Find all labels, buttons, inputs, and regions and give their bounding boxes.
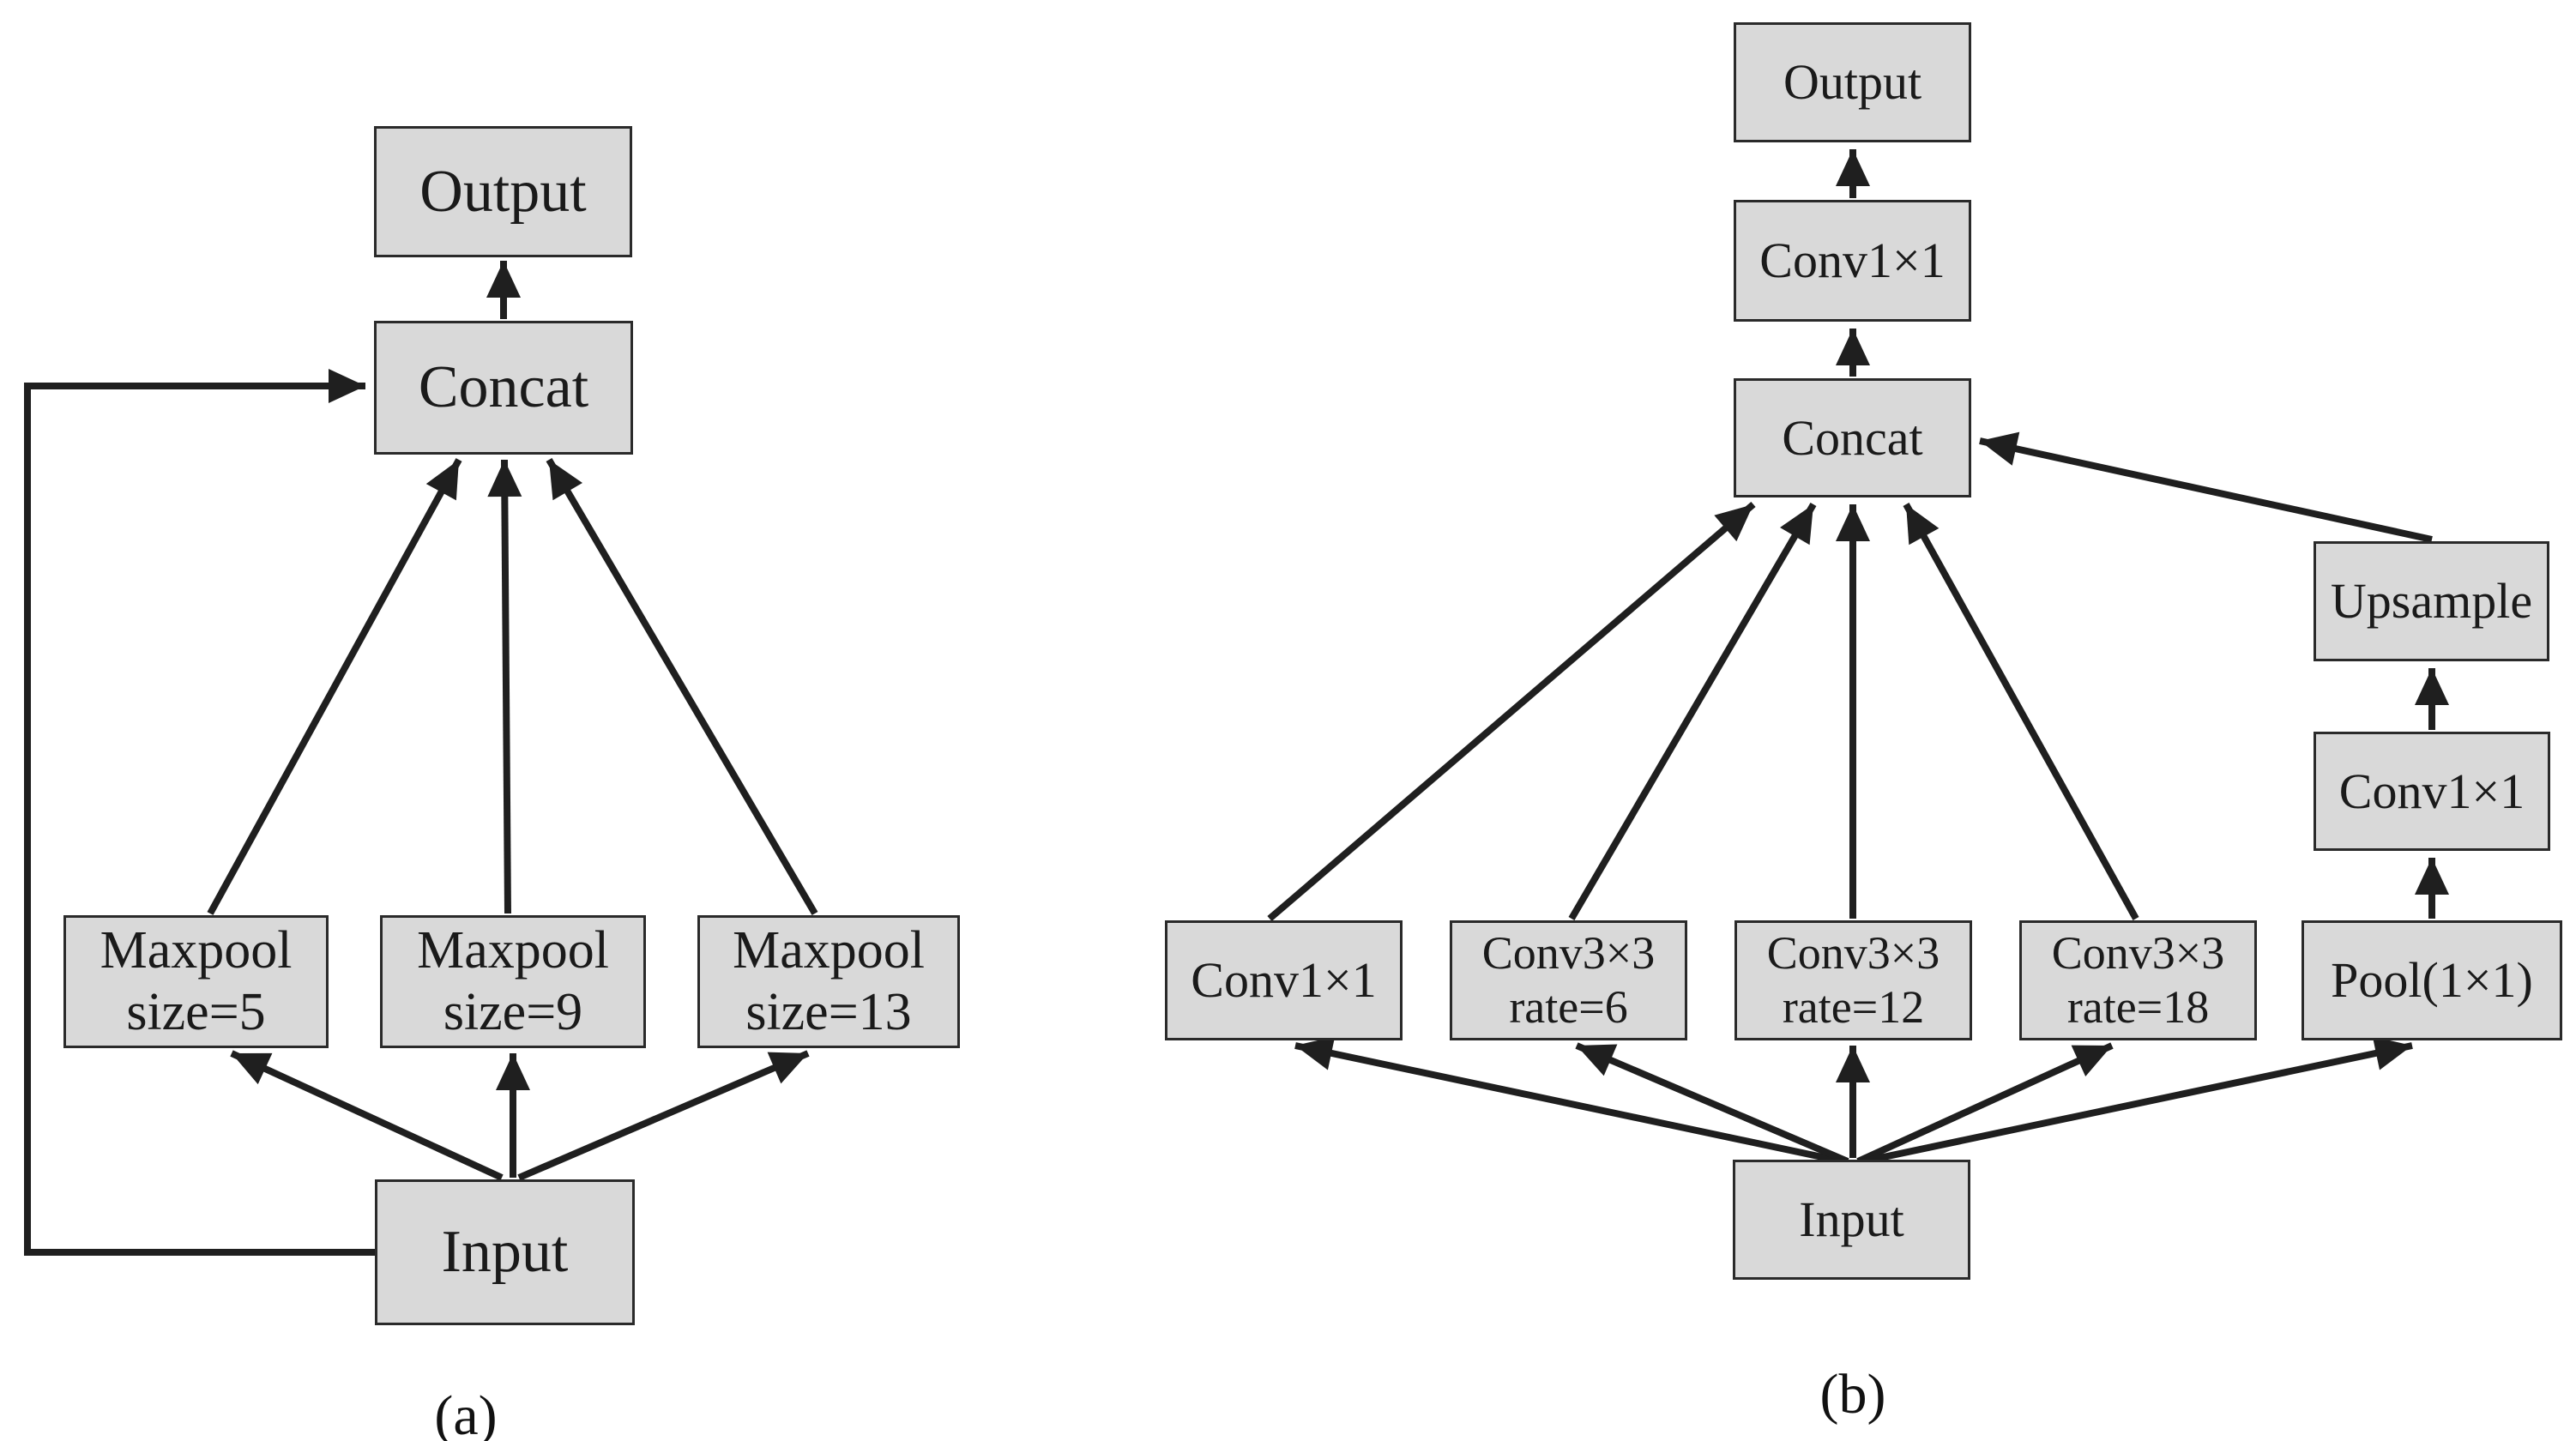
node-a-output: Output — [374, 126, 632, 257]
node-b-concat: Concat — [1734, 378, 1971, 497]
node-b-upsample: Upsample — [2314, 541, 2549, 661]
node-label: rate=6 — [1509, 981, 1628, 1033]
node-label: Conv1×1 — [2338, 763, 2525, 819]
node-label: Maxpool — [417, 920, 609, 980]
node-b-input: Input — [1733, 1160, 1970, 1280]
caption-b: (b) — [1819, 1363, 1886, 1426]
node-b-conv1x1-chain: Conv1×1 — [2314, 732, 2550, 851]
node-label: Pool(1×1) — [2331, 952, 2533, 1009]
node-label: Maxpool — [100, 920, 293, 980]
node-label: rate=18 — [2066, 981, 2210, 1033]
node-label: Conv1×1 — [1759, 232, 1946, 289]
edge-b-conv3x3-r6-to-b-concat — [1568, 502, 1817, 921]
node-a-concat: Concat — [374, 321, 633, 455]
node-label: Input — [1799, 1191, 1904, 1248]
node-a-input: Input — [375, 1179, 635, 1325]
node-label: Conv3×3 — [1481, 927, 1656, 980]
node-label: Conv3×3 — [2051, 927, 2225, 980]
node-label: Input — [441, 1219, 569, 1286]
edge-b-input-to-b-conv3x3-r18 — [1856, 1042, 2114, 1165]
caption-a: (a) — [434, 1384, 498, 1441]
edge-a-input-to-a-concat — [24, 369, 375, 1256]
node-b-output: Output — [1734, 22, 1971, 142]
edge-b-input-to-b-conv3x3-r6 — [1575, 1042, 1849, 1165]
edge-a-maxpool13-to-a-concat — [546, 457, 818, 916]
node-label: rate=12 — [1782, 981, 1925, 1033]
node-label: size=5 — [126, 982, 266, 1041]
node-b-pool: Pool(1×1) — [2302, 920, 2562, 1040]
node-label: Upsample — [2330, 573, 2533, 630]
node-label: Maxpool — [733, 920, 925, 980]
node-label: Output — [419, 158, 587, 225]
node-label: Output — [1783, 54, 1922, 111]
node-label: Concat — [1782, 409, 1923, 466]
edge-b-conv3x3-r18-to-b-concat — [1903, 503, 2139, 920]
node-label: size=13 — [745, 982, 912, 1041]
node-label: Conv3×3 — [1766, 927, 1940, 980]
edge-a-input-to-a-maxpool5 — [230, 1050, 504, 1181]
edge-a-input-to-a-maxpool13 — [517, 1050, 810, 1181]
node-label: size=9 — [443, 982, 583, 1041]
edge-b-conv1x1-row-to-b-concat — [1267, 501, 1756, 922]
node-label: Conv1×1 — [1191, 952, 1377, 1009]
edge-b-upsample-to-b-concat — [1979, 431, 2433, 543]
edge-b-input-to-b-pool — [1862, 1036, 2413, 1165]
edge-a-maxpool9-to-a-concat — [487, 459, 522, 914]
node-b-conv1x1-top: Conv1×1 — [1734, 200, 1971, 322]
edge-a-maxpool5-to-a-concat — [207, 458, 462, 915]
node-label: Concat — [418, 354, 589, 421]
edge-b-input-to-b-conv1x1-row — [1294, 1036, 1843, 1165]
node-b-conv1x1-row: Conv1×1 — [1165, 920, 1403, 1040]
